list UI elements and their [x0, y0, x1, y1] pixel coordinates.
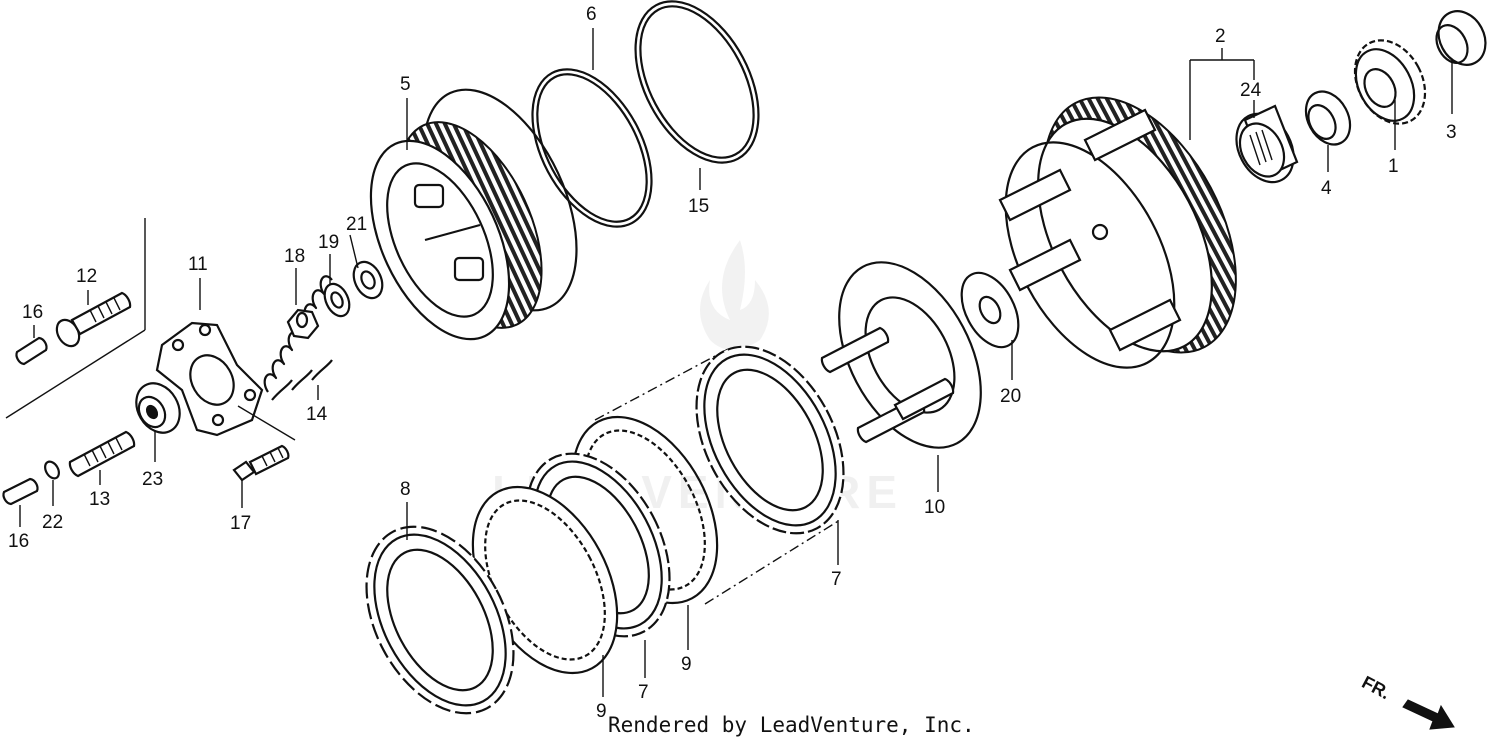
callout-22: 22 — [42, 512, 63, 533]
washer-19 — [323, 282, 351, 318]
bolt-12 — [55, 291, 132, 348]
callout-3: 3 — [1446, 122, 1457, 143]
callout-2: 2 — [1215, 26, 1226, 47]
callout-23: 23 — [142, 469, 163, 490]
callout-16b: 16 — [8, 531, 29, 552]
callout-11: 11 — [188, 254, 208, 275]
callout-10: 10 — [924, 497, 945, 518]
leader-lines — [19, 28, 1453, 697]
callout-14: 14 — [306, 404, 328, 425]
front-direction-arrow-icon — [1402, 699, 1455, 730]
callout-16a: 16 — [22, 302, 43, 323]
bearing-23 — [135, 382, 181, 434]
washer-21 — [352, 260, 384, 300]
pin-16-upper — [15, 336, 48, 366]
thrust-washer-20 — [960, 271, 1020, 349]
lifter-plate-11 — [155, 321, 264, 437]
callout-1: 1 — [1388, 156, 1399, 177]
callout-5: 5 — [400, 74, 411, 95]
callout-7a: 7 — [831, 569, 842, 590]
callout-24: 24 — [1240, 80, 1262, 101]
callout-9b: 9 — [596, 701, 607, 722]
render-credit: Rendered by LeadVenture, Inc. — [608, 713, 975, 737]
spring-14 — [263, 275, 333, 401]
callout-20: 20 — [1000, 386, 1021, 407]
callout-18: 18 — [284, 246, 305, 267]
callout-19: 19 — [318, 232, 339, 253]
callout-17: 17 — [230, 513, 251, 534]
ring-15 — [634, 0, 760, 164]
friction-disc-8 — [365, 525, 515, 715]
callout-12: 12 — [76, 266, 97, 287]
collar-4 — [1304, 90, 1352, 146]
callout-15: 15 — [688, 196, 709, 217]
callout-7b: 7 — [638, 682, 649, 703]
pin-16-lower — [2, 477, 39, 506]
callout-21: 21 — [346, 214, 367, 235]
callout-13: 13 — [89, 489, 110, 510]
sprocket-1 — [1353, 39, 1427, 125]
callouts: 1 2 3 4 5 6 7 7 8 9 9 10 11 12 13 14 15 … — [8, 4, 1457, 722]
stud-13 — [68, 430, 136, 478]
callout-4: 4 — [1321, 178, 1332, 199]
callout-6: 6 — [586, 4, 597, 25]
separator — [5, 218, 146, 419]
pressure-plate-10 — [820, 261, 982, 449]
nut-18 — [286, 308, 320, 340]
circlip-22 — [44, 460, 60, 480]
plate-guide-lines — [594, 347, 841, 605]
needle-bearing-24 — [1235, 104, 1299, 184]
callout-9a: 9 — [681, 654, 692, 675]
callout-8: 8 — [400, 479, 411, 500]
bushing-3 — [1435, 10, 1487, 66]
friction-disc-7-right — [695, 345, 845, 535]
clutch-outer-2 — [998, 96, 1237, 369]
ring-6 — [531, 68, 653, 228]
clutch-center-5 — [369, 88, 578, 341]
bolt-17 — [232, 444, 290, 482]
